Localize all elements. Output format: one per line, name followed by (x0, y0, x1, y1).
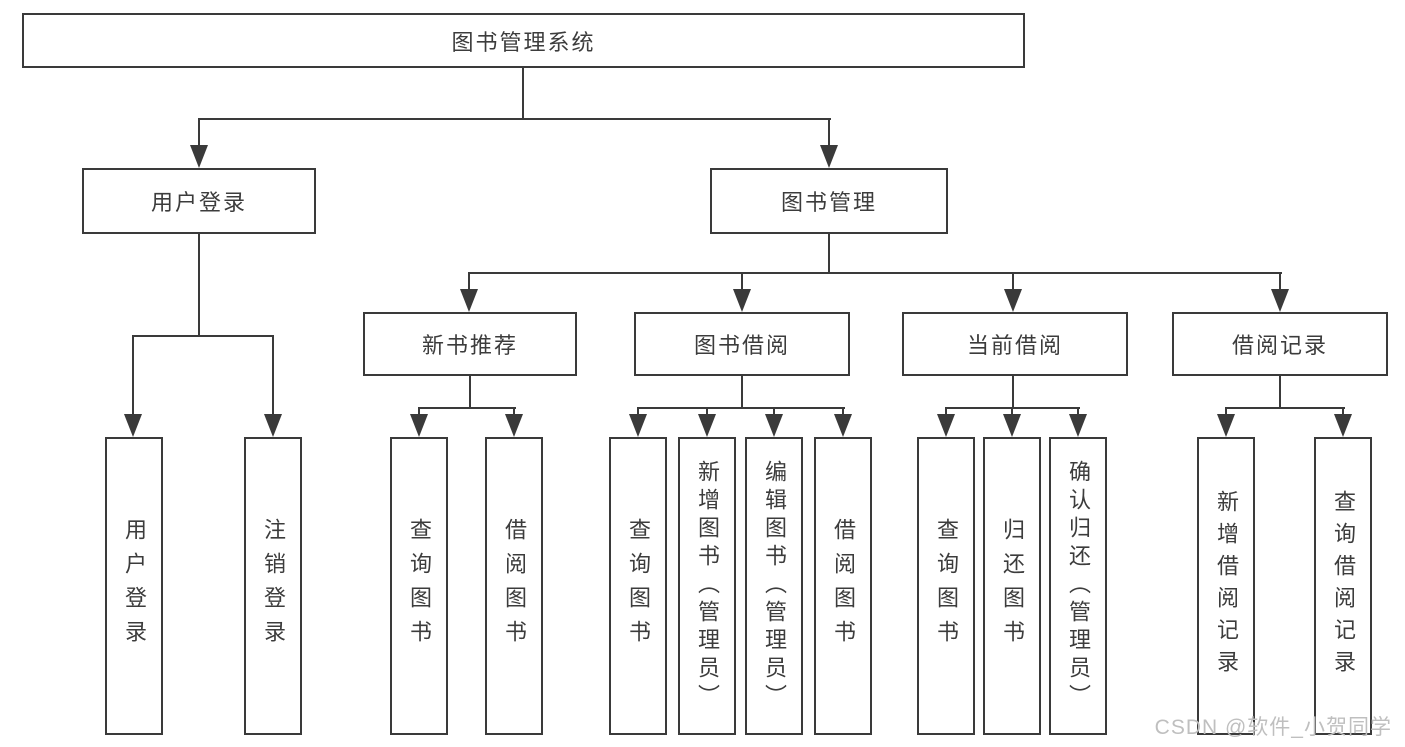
arrow-down-icon (1004, 289, 1022, 312)
arrow-down-icon (460, 289, 478, 312)
arrow-down-icon (1003, 414, 1021, 437)
arrow-down-icon (733, 289, 751, 312)
connector-line (1225, 407, 1227, 419)
connector-line (706, 407, 708, 419)
connector-line (637, 407, 639, 419)
node-library-management-system: 图书管理系统 (22, 13, 1025, 68)
arrow-down-icon (820, 145, 838, 168)
node-label: 用户登录 (150, 190, 247, 215)
leaf-label: 新增借阅记录 (1214, 490, 1239, 682)
leaf-logout: 注销登录 (244, 437, 302, 735)
connector-line (842, 407, 844, 419)
connector-line (522, 68, 524, 119)
leaf-label: 用户登录 (122, 518, 147, 654)
arrow-down-icon (937, 414, 955, 437)
arrow-down-icon (410, 414, 428, 437)
connector-line (1012, 376, 1014, 409)
arrow-down-icon (629, 414, 647, 437)
connector-line (468, 272, 1282, 274)
connector-line (469, 376, 471, 409)
leaf-label: 新增图书（管理员） (695, 460, 720, 712)
connector-line (198, 233, 200, 337)
connector-line (132, 335, 134, 417)
node-label: 借阅记录 (1231, 333, 1328, 358)
leaf-edit-books-admin: 编辑图书（管理员） (745, 437, 803, 735)
connector-line (418, 407, 516, 409)
node-borrow-records: 借阅记录 (1172, 312, 1388, 376)
leaf-add-borrow-record: 新增借阅记录 (1197, 437, 1255, 735)
leaf-query-borrow-record: 查询借阅记录 (1314, 437, 1372, 735)
leaf-label: 归还图书 (1000, 518, 1025, 654)
arrow-down-icon (190, 145, 208, 168)
csdn-watermark: CSDN @软件_小贺同学 (1154, 716, 1392, 739)
connector-line (1342, 407, 1344, 419)
connector-line (132, 335, 274, 337)
leaf-label: 查询图书 (934, 518, 959, 654)
connector-line (198, 118, 831, 120)
leaf-query-books-recommend: 查询图书 (390, 437, 448, 735)
leaf-query-books-borrowing: 查询图书 (609, 437, 667, 735)
leaf-return-books: 归还图书 (983, 437, 1041, 735)
connector-line (945, 407, 947, 419)
connector-line (637, 407, 845, 409)
node-label: 图书管理 (780, 190, 877, 215)
leaf-label: 确认归还（管理员） (1066, 460, 1091, 712)
arrow-down-icon (1334, 414, 1352, 437)
node-book-management: 图书管理 (710, 168, 948, 234)
arrow-down-icon (698, 414, 716, 437)
connector-line (1012, 272, 1014, 294)
leaf-borrow-books: 借阅图书 (814, 437, 872, 735)
node-book-borrowing: 图书借阅 (634, 312, 850, 376)
connector-line (1011, 407, 1013, 419)
leaf-label: 编辑图书（管理员） (762, 460, 787, 712)
leaf-user-login: 用户登录 (105, 437, 163, 735)
arrow-down-icon (505, 414, 523, 437)
arrow-down-icon (765, 414, 783, 437)
leaf-label: 借阅图书 (502, 518, 527, 654)
connector-line (513, 407, 515, 419)
node-label: 当前借阅 (966, 333, 1063, 358)
connector-line (741, 376, 743, 409)
leaf-label: 注销登录 (261, 518, 286, 654)
leaf-borrow-books-recommend: 借阅图书 (485, 437, 543, 735)
leaf-label: 借阅图书 (831, 518, 856, 654)
connector-line (828, 118, 830, 150)
connector-line (1279, 272, 1281, 294)
node-label: 新书推荐 (421, 333, 518, 358)
connector-line (468, 272, 470, 294)
arrow-down-icon (124, 414, 142, 437)
connector-line (828, 233, 830, 274)
arrow-down-icon (1271, 289, 1289, 312)
arrow-down-icon (1217, 414, 1235, 437)
connector-line (1279, 376, 1281, 409)
connector-line (272, 335, 274, 417)
leaf-query-books-current: 查询图书 (917, 437, 975, 735)
connector-line (741, 272, 743, 294)
leaf-confirm-return-admin: 确认归还（管理员） (1049, 437, 1107, 735)
node-label: 图书借阅 (693, 333, 790, 358)
node-new-book-recommend: 新书推荐 (363, 312, 577, 376)
leaf-label: 查询图书 (626, 518, 651, 654)
connector-line (418, 407, 420, 419)
node-current-borrowing: 当前借阅 (902, 312, 1128, 376)
leaf-add-books-admin: 新增图书（管理员） (678, 437, 736, 735)
connector-line (198, 118, 200, 150)
arrow-down-icon (264, 414, 282, 437)
connector-line (773, 407, 775, 419)
connector-line (1077, 407, 1079, 419)
node-label: 图书管理系统 (451, 29, 596, 55)
connector-line (1225, 407, 1345, 409)
leaf-label: 查询图书 (407, 518, 432, 654)
arrow-down-icon (834, 414, 852, 437)
leaf-label: 查询借阅记录 (1331, 490, 1356, 682)
arrow-down-icon (1069, 414, 1087, 437)
node-user-login-group: 用户登录 (82, 168, 316, 234)
